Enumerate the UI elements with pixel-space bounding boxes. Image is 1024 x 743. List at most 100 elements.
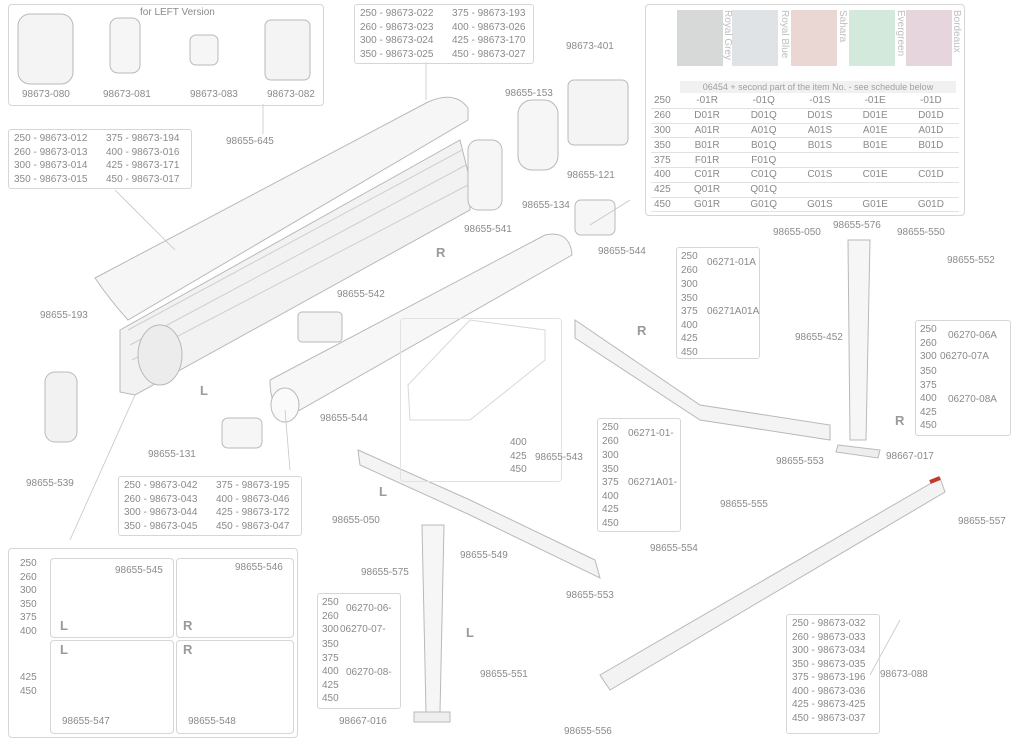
size-row: 450 (20, 685, 37, 697)
size-row: 260 (681, 264, 698, 276)
swatch-label: Bordeaux (951, 10, 962, 53)
arm-code: 06271-01A (707, 257, 756, 268)
size-row: 260 (322, 610, 339, 622)
swatch-label: Royal Grey (722, 10, 733, 61)
size-row: 400 (20, 625, 37, 637)
leg-code: 06270-08A (948, 394, 997, 405)
part-label: 98655-153 (505, 88, 553, 99)
fabric-code-cell (792, 152, 848, 168)
part-label: 98673-083 (190, 89, 238, 100)
leg-code: 06270-07- (340, 624, 386, 635)
size-row: 250 - 98673-032 (792, 618, 866, 629)
arm-code: 06271A01A (707, 306, 760, 317)
fabric-code-cell: D01S (792, 108, 848, 124)
profile-size-box: 250 - 98673-012 260 - 98673-013 300 - 98… (8, 129, 192, 189)
fabric-code-cell: F01Q (735, 152, 793, 168)
fabric-size-cell: 375 (651, 152, 679, 168)
size-row: 260 (20, 571, 37, 583)
size-row: 350 (602, 463, 619, 475)
leg-code: 06270-08- (346, 667, 392, 678)
fabric-code-cell (847, 152, 903, 168)
arm-code: 06271A01- (628, 477, 677, 488)
fabric-code-cell: B01Q (735, 137, 793, 154)
fabric-code-cell: B01E (847, 137, 903, 154)
size-row: 350 - 98673-035 (792, 658, 866, 670)
fabric-code-cell: -01Q (735, 94, 793, 109)
left-arm (357, 449, 601, 579)
fabric-code-cell: G01Q (735, 197, 793, 213)
size-row: 250 (920, 324, 937, 335)
part-label: 98673-401 (566, 41, 614, 52)
fabric-code-cell: C01S (792, 167, 848, 183)
size-row: 425 (920, 406, 937, 418)
fabric-code-cell: C01D (902, 167, 959, 183)
fabric-code-cell: D01E (847, 108, 903, 124)
roller-size-box: 250 - 98673-042 260 - 98673-043 300 - 98… (118, 476, 302, 536)
fabric-code-cell: B01R (679, 137, 736, 154)
leg-code: 06270-06- (346, 603, 392, 614)
bracket-543-box (400, 318, 562, 482)
part-label: 98667-016 (339, 716, 387, 727)
side-mark-l: L (379, 484, 387, 499)
fabric-code-cell: A01S (792, 123, 848, 139)
part-label: 98673-080 (22, 89, 70, 100)
part-label: 98655-552 (947, 255, 995, 266)
fabric-code-cell: B01S (792, 137, 848, 154)
part-label: 98655-556 (564, 726, 612, 737)
fabric-code-cell: C01Q (735, 167, 793, 183)
size-row: 250 (602, 422, 619, 433)
size-row: 425 (681, 333, 698, 344)
size-row: 450 (510, 464, 527, 475)
bracket-546-box (176, 558, 294, 638)
left-version-box (8, 4, 324, 106)
size-row: 250 - 98673-042 (124, 480, 198, 491)
left-version-title: for LEFT Version (140, 7, 215, 18)
size-row: 350 (322, 639, 339, 650)
size-row: 425 (602, 504, 619, 515)
size-row: 400 (510, 437, 527, 448)
bracket-543-sizes: 400 425 450 (506, 434, 556, 475)
fabric-size-cell: 350 (651, 137, 679, 154)
size-row: 400 (602, 490, 619, 502)
size-row: 375 (20, 612, 37, 623)
size-row: 425 (20, 672, 37, 683)
side-mark-r: R (183, 642, 193, 657)
part-label: 98655-555 (720, 499, 768, 510)
size-row: 425 - 98673-172 (216, 507, 290, 518)
size-row: 300 (322, 624, 339, 635)
side-mark-r: R (183, 618, 193, 633)
part-label: 98655-548 (188, 716, 236, 727)
side-mark-r: R (895, 413, 905, 428)
part-label: 98673-082 (267, 89, 315, 100)
fabric-row: 250-01R-01Q-01S-01E-01D (651, 94, 959, 109)
fabric-code-cell: -01R (679, 94, 736, 109)
fabric-code-cell: Q01R (679, 182, 736, 198)
side-mark-l: L (60, 618, 68, 633)
brackets-box (8, 548, 298, 738)
size-row: 450 (602, 517, 619, 529)
size-row: 350 (681, 292, 698, 304)
size-row: 375 (322, 652, 339, 664)
part-label: 98655-550 (897, 227, 945, 238)
size-row: 250 (681, 251, 698, 262)
size-row: 425 - 98673-170 (452, 35, 526, 46)
part-label: 98655-551 (480, 669, 528, 680)
size-row: 250 - 98673-022 (360, 8, 434, 19)
size-row: 300 (602, 450, 619, 461)
fabric-code-cell: C01E (847, 167, 903, 183)
size-row: 425 - 98673-425 (792, 699, 866, 710)
part-label: 98655-553 (776, 456, 824, 467)
part-label: 98673-081 (103, 89, 151, 100)
part-label: 98655-452 (795, 332, 843, 343)
part-label: 98655-050 (332, 515, 380, 526)
side-mark-r: R (436, 245, 446, 260)
swatch-evergreen (849, 10, 895, 66)
part-label: 98655-557 (958, 516, 1006, 527)
part-label: 98655-547 (62, 716, 110, 727)
part-label: 98655-121 (567, 170, 615, 181)
